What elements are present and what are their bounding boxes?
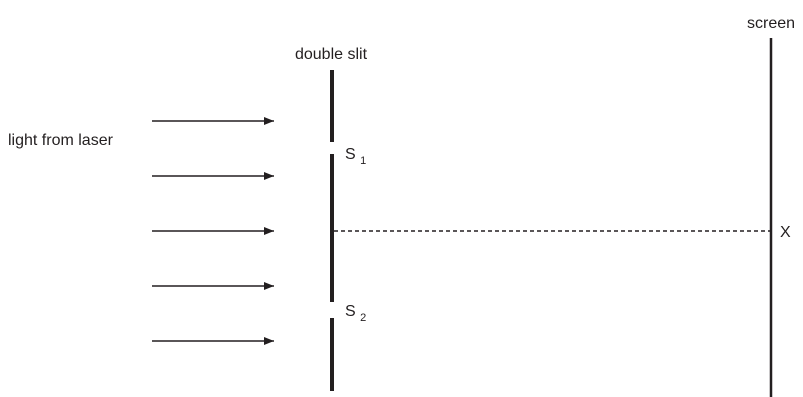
point-x-label: X (780, 224, 791, 241)
slit-1-label: S 1 (345, 146, 366, 167)
slit-1-subscript: 1 (360, 155, 366, 167)
light-source-label: light from laser (8, 132, 114, 149)
slit-2-subscript: 2 (360, 312, 366, 324)
screen-label: screen (747, 15, 795, 32)
double-slit-label: double slit (295, 46, 368, 63)
laser-light-arrows (152, 117, 274, 345)
slit-1-letter: S (345, 146, 356, 163)
slit-2-label: S 2 (345, 303, 366, 324)
slit-2-letter: S (345, 303, 356, 320)
